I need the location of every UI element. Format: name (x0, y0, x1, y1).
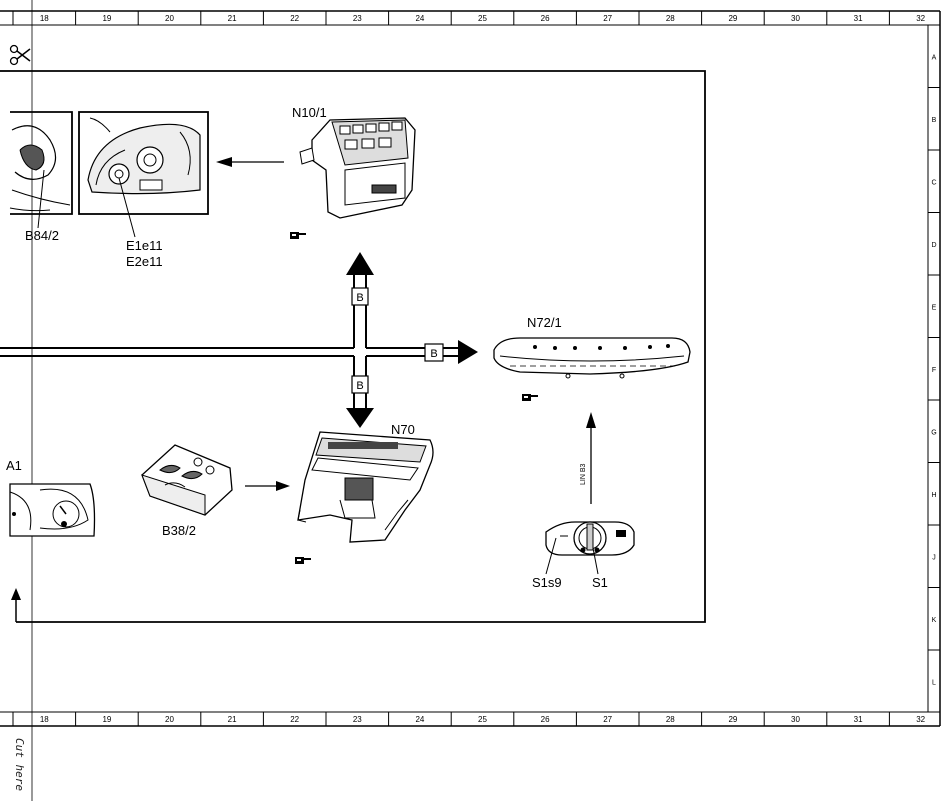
column-ruler-bottom: 18 19 20 21 22 23 24 25 26 27 28 29 30 31 32 (12, 712, 926, 726)
column-label: 27 (603, 715, 612, 724)
column-label: 30 (791, 715, 800, 724)
column-label: 32 (916, 715, 925, 724)
column-label: 21 (228, 715, 237, 724)
scissors-icon (9, 44, 31, 66)
column-label: 22 (290, 14, 299, 23)
column-label: 28 (666, 14, 675, 23)
row-label: E (932, 304, 937, 311)
n72-1-panel: N72/1 (493, 315, 691, 379)
column-label: 26 (541, 14, 550, 23)
pointing-hand-icon (290, 232, 306, 239)
row-label: K (932, 617, 937, 624)
column-label: 21 (228, 14, 237, 23)
label-n70: N70 (391, 422, 415, 437)
label-e1e11: E1e11 (126, 238, 163, 253)
column-label: 20 (165, 715, 174, 724)
pointing-hand-icon (522, 394, 538, 401)
column-label: 25 (478, 715, 487, 724)
lin-bus-label: LIN B3 (580, 463, 587, 485)
component-group-outline (10, 70, 706, 623)
s1-light-switch: S1s9 S1 (532, 521, 635, 590)
label-b38-2: B38/2 (162, 523, 196, 538)
row-ruler-right: A B C D E F G H J K L (928, 24, 940, 686)
label-a1: A1 (6, 458, 22, 473)
column-label: 18 (40, 14, 49, 23)
column-label: 32 (916, 14, 925, 23)
column-label: 25 (478, 14, 487, 23)
column-label: 30 (791, 14, 800, 23)
label-s1s9: S1s9 (532, 575, 562, 590)
column-label: 29 (728, 14, 737, 23)
a1-instrument-cluster: A1 (6, 458, 96, 537)
label-b84-2: B84/2 (25, 228, 59, 243)
bus-label-up: B (351, 287, 369, 306)
column-label: 31 (854, 14, 863, 23)
column-label: 20 (165, 14, 174, 23)
column-label: 26 (541, 715, 550, 724)
column-label: 23 (353, 14, 362, 23)
column-label: 29 (728, 715, 737, 724)
b84-2-inset: B84/2 (9, 111, 73, 243)
column-label: 19 (102, 14, 111, 23)
row-label: H (931, 492, 936, 499)
column-label: 31 (854, 715, 863, 724)
b38-2-sensor: B38/2 (141, 444, 233, 538)
column-label: 22 (290, 715, 299, 724)
row-label: B (932, 117, 937, 124)
headlamp-inset: E1e11 E2e11 (78, 111, 209, 269)
can-bus (0, 252, 478, 428)
label-n72-1: N72/1 (527, 315, 562, 330)
bus-label-right: B (424, 343, 444, 362)
pointing-hand-icon (295, 557, 311, 564)
row-label: C (931, 179, 936, 186)
column-label: 24 (415, 14, 424, 23)
svg-text:B: B (356, 380, 363, 392)
label-n10-1: N10/1 (292, 105, 327, 120)
column-ruler-top: 18 19 20 21 22 23 24 25 26 27 28 29 30 31 32 (12, 11, 926, 25)
column-label: 24 (415, 715, 424, 724)
label-s1: S1 (592, 575, 608, 590)
column-label: 23 (353, 715, 362, 724)
row-label: L (932, 679, 936, 686)
row-label: F (932, 367, 936, 374)
row-label: D (931, 242, 936, 249)
n70-overhead-panel: N70 (297, 422, 434, 543)
column-label: 18 (40, 715, 49, 724)
label-e2e11: E2e11 (126, 254, 163, 269)
row-label: G (931, 429, 936, 436)
bus-label-down: B (351, 375, 369, 394)
svg-text:B: B (356, 292, 363, 304)
column-label: 27 (603, 14, 612, 23)
svg-text:B: B (430, 348, 437, 360)
n10-1-module: N10/1 (292, 105, 416, 219)
column-label: 28 (666, 715, 675, 724)
row-label: J (932, 554, 936, 561)
column-label: 19 (102, 715, 111, 724)
cut-here-label: Cut here (13, 738, 26, 791)
row-label: A (932, 54, 937, 61)
